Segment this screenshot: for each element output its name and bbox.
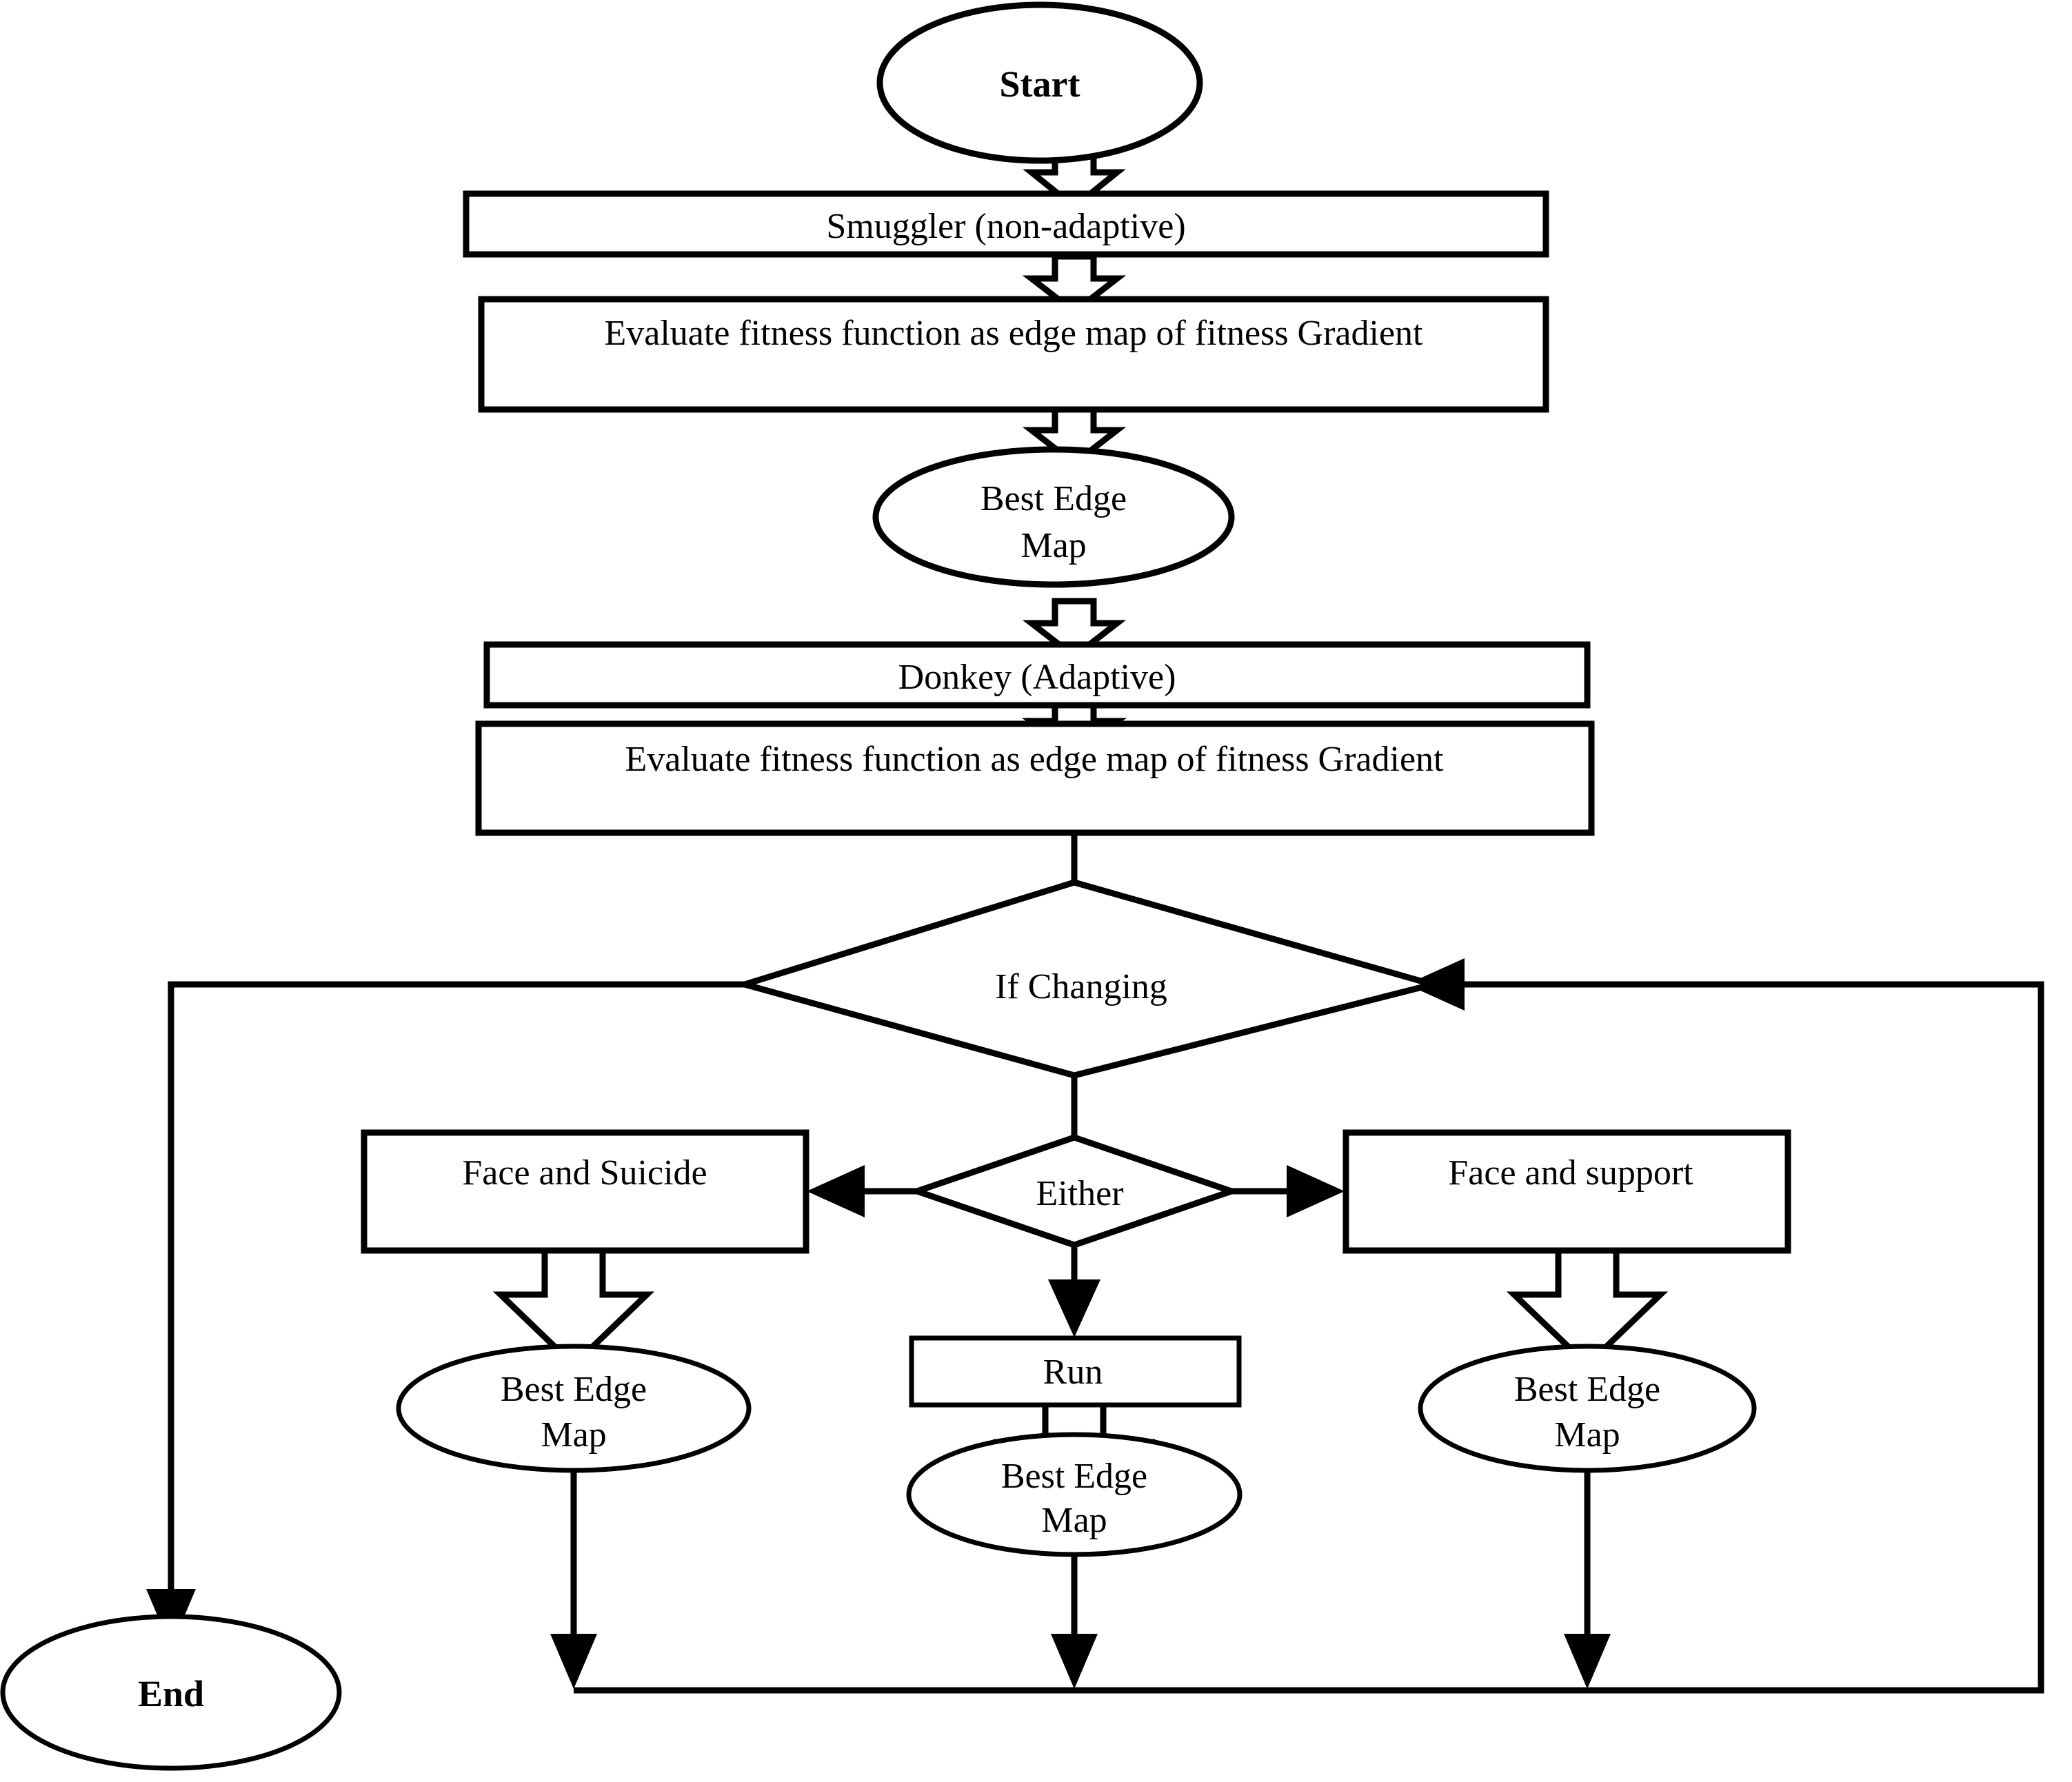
node-end[interactable]: End — [0, 1614, 342, 1771]
node-evaluate-1[interactable]: Evaluate fitness function as edge map of… — [478, 296, 1549, 413]
node-best-edge-map-1-label-line1: Best Edge — [980, 479, 1127, 518]
node-best-edge-map-1[interactable]: Best Edge Map — [872, 446, 1235, 588]
block-arrow-evaluate1-to-best-edge-map1 — [1022, 406, 1127, 467]
node-run[interactable]: Run — [909, 1335, 1242, 1408]
node-best-edge-map-center[interactable]: Best Edge Map — [906, 1432, 1243, 1557]
edge-collector-feedback-to-if-changing — [574, 958, 2044, 1694]
block-arrow-smuggler-to-evaluate1 — [1022, 253, 1127, 316]
edge-either-to-face-and-suicide — [807, 1165, 917, 1217]
block-arrow-best-edge-map1-to-donkey — [1022, 598, 1127, 660]
node-face-and-suicide-label: Face and Suicide — [462, 1153, 707, 1193]
node-smuggler-label: Smuggler (non-adaptive) — [826, 207, 1185, 246]
node-donkey-label: Donkey (Adaptive) — [898, 658, 1176, 697]
node-evaluate-2[interactable]: Evaluate fitness function as edge map of… — [475, 720, 1595, 836]
node-face-and-support-label: Face and support — [1448, 1153, 1693, 1193]
node-best-edge-map-center-label-line1: Best Edge — [1001, 1457, 1147, 1496]
node-smuggler[interactable]: Smuggler (non-adaptive) — [463, 190, 1549, 258]
node-best-edge-map-left[interactable]: Best Edge Map — [396, 1344, 752, 1473]
node-if-changing[interactable]: If Changing — [733, 879, 1445, 1079]
edge-best-edge-map-center-to-collector — [1051, 1541, 1098, 1689]
node-face-and-support[interactable]: Face and support — [1342, 1129, 1791, 1254]
node-evaluate-2-label: Evaluate fitness function as edge map of… — [625, 740, 1445, 779]
node-either-label: Either — [1036, 1174, 1123, 1213]
block-arrow-face-and-support-to-best-edge-map — [1506, 1244, 1669, 1370]
node-best-edge-map-left-label-line1: Best Edge — [501, 1370, 647, 1409]
node-start[interactable]: Start — [876, 1, 1203, 164]
edge-either-to-face-and-support — [1231, 1165, 1345, 1217]
node-best-edge-map-1-label-line2: Map — [1020, 526, 1086, 565]
edge-if-changing-to-end — [146, 981, 746, 1648]
node-evaluate-1-label: Evaluate fitness function as edge map of… — [605, 314, 1424, 353]
edge-either-to-run — [1048, 1245, 1100, 1337]
node-if-changing-label: If Changing — [995, 967, 1167, 1006]
edge-best-edge-map-left-to-collector — [550, 1455, 597, 1689]
node-best-edge-map-left-label-line2: Map — [541, 1415, 606, 1455]
block-arrow-face-and-suicide-to-best-edge-map — [492, 1244, 655, 1370]
node-face-and-suicide[interactable]: Face and Suicide — [361, 1129, 809, 1254]
node-best-edge-map-right-label-line1: Best Edge — [1514, 1370, 1660, 1409]
node-end-label: End — [138, 1673, 204, 1714]
node-start-label: Start — [1000, 63, 1080, 105]
node-best-edge-map-right[interactable]: Best Edge Map — [1418, 1344, 1757, 1473]
edge-best-edge-map-right-to-collector — [1564, 1455, 1611, 1689]
node-donkey[interactable]: Donkey (Adaptive) — [483, 641, 1591, 709]
node-best-edge-map-center-label-line2: Map — [1041, 1501, 1107, 1540]
node-either[interactable]: Either — [907, 1134, 1241, 1248]
node-run-label: Run — [1043, 1353, 1103, 1392]
node-best-edge-map-right-label-line2: Map — [1554, 1415, 1620, 1455]
